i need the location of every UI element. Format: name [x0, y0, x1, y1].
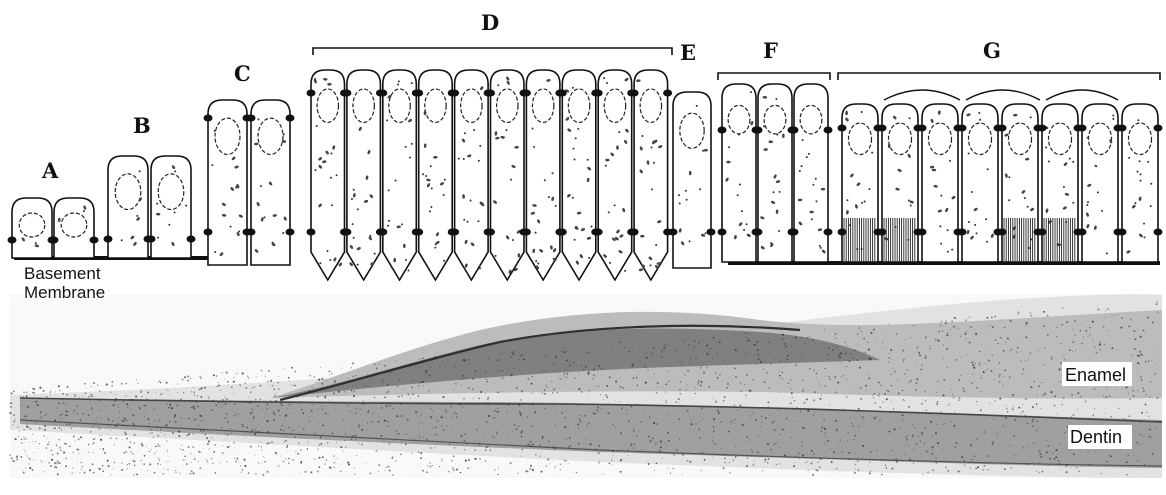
modulation-arc-3	[1046, 90, 1118, 100]
ameloblast-cell	[247, 100, 295, 265]
stage-label-b: B	[133, 113, 151, 138]
ameloblast-cell	[522, 70, 565, 280]
ameloblast-cell	[414, 70, 457, 280]
stage-g-bracket	[838, 73, 1160, 80]
ameloblast-cell	[378, 70, 421, 280]
ameloblast-cell	[50, 198, 99, 258]
ameloblast-cell	[204, 100, 252, 265]
ameloblast-cell	[558, 70, 601, 280]
stage-label-d: D	[481, 10, 499, 35]
stage-d-cells	[307, 70, 673, 280]
ameloblast-cell	[147, 156, 196, 258]
ameloblast-cell	[307, 70, 350, 280]
stage-label-g: G	[983, 38, 1001, 63]
stage-label-f: F	[763, 38, 778, 63]
stage-f-cells	[718, 84, 833, 262]
ameloblast-cell	[630, 70, 673, 280]
basement-membrane-label-line1: Basement	[24, 264, 101, 283]
ameloblast-cell	[918, 104, 963, 262]
ameloblast-cell	[450, 70, 493, 280]
stage-g-cells	[838, 104, 1163, 262]
ameloblast-cell	[8, 198, 57, 258]
ameloblast-cell	[1118, 104, 1163, 262]
ameloblast-cell	[669, 92, 716, 268]
ameloblast-cell	[718, 84, 761, 262]
modulation-arc-1	[884, 90, 960, 100]
stage-c-cells	[204, 100, 295, 265]
stage-label-c: C	[234, 61, 251, 86]
dentin-label: Dentin	[1070, 427, 1122, 447]
tooth-tissue-section	[9, 294, 1162, 478]
enamel-label: Enamel	[1065, 365, 1126, 385]
ameloblast-cell	[1038, 104, 1083, 262]
stage-b-cells	[104, 156, 196, 258]
stage-e-cells	[669, 92, 716, 268]
ameloblast-cell	[486, 70, 529, 280]
ameloblast-cell	[838, 104, 883, 262]
ameloblast-cell	[104, 156, 153, 258]
modulation-arc-2	[966, 90, 1040, 100]
ameloblast-cell	[594, 70, 637, 280]
stage-label-a: A	[41, 158, 59, 183]
ameloblast-cell	[1078, 104, 1123, 262]
stage-d-bracket	[313, 48, 672, 55]
ameloblast-cell	[878, 104, 923, 262]
stage-f-bracket	[718, 73, 830, 80]
ameloblast-cell	[754, 84, 797, 262]
stage-a-cells	[8, 198, 99, 258]
ameloblast-cell	[998, 104, 1043, 262]
stage-label-e: E	[680, 40, 696, 65]
basement-membrane-label-line2: Membrane	[24, 283, 105, 302]
ameloblast-cell	[790, 84, 833, 262]
ameloblast-cell	[342, 70, 385, 280]
ameloblast-cell	[958, 104, 1003, 262]
